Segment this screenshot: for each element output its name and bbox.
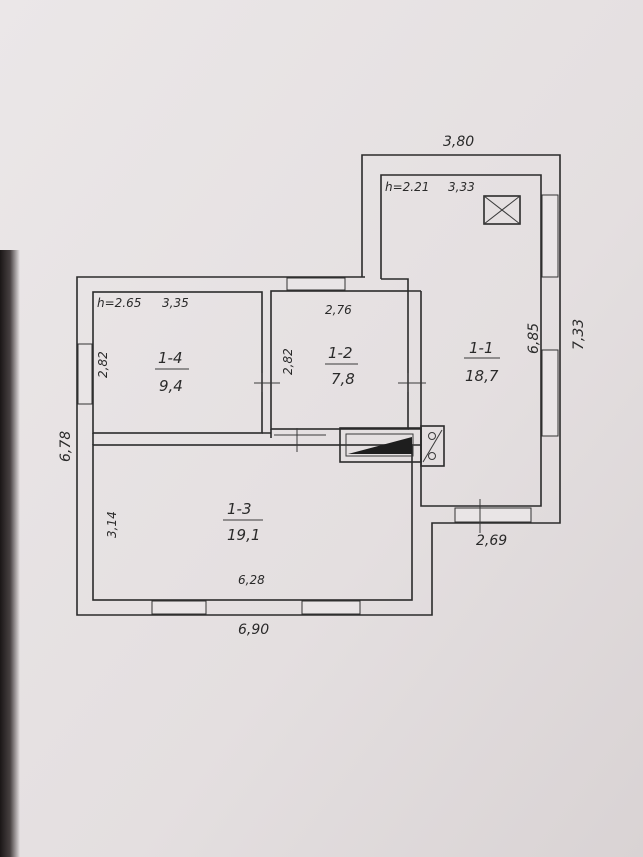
- room-1-3-area: 19,1: [227, 526, 260, 544]
- left-edge-shadow: [0, 250, 20, 857]
- room-1-3-id: 1-3: [227, 500, 252, 518]
- partition-wall-2: [381, 278, 409, 291]
- window-bottom-1: [151, 600, 207, 615]
- room-1-1-area: 18,7: [465, 367, 499, 385]
- dim-bottom-right-step: 2,69: [476, 533, 507, 549]
- room-1-1-id: 1-1: [469, 339, 494, 357]
- ventilation-cross-2: [483, 195, 521, 225]
- dim-outer-right: 7,33: [571, 319, 587, 350]
- dim-top-width: 3,80: [443, 134, 474, 150]
- ventilation-box: [483, 195, 521, 225]
- window-left-1-4: [77, 343, 93, 405]
- room-1-2-id: 1-2: [328, 344, 353, 362]
- room-1-2-length: 2,82: [281, 348, 295, 375]
- room-1-3-length: 3,14: [105, 511, 119, 538]
- window-bottom-2: [301, 600, 361, 615]
- stove-inner: [345, 433, 414, 457]
- boiler-box: [420, 425, 445, 467]
- left-wing-inner-wall: [380, 174, 542, 507]
- boiler-diagonal: [422, 429, 443, 463]
- dim-bottom-width: 6,90: [238, 622, 269, 638]
- room-1-4-width: 3,35: [162, 296, 189, 310]
- boiler-circle-bottom: [428, 452, 436, 460]
- room-1-1-length: 6,85: [526, 323, 542, 354]
- room-1-4-id: 1-4: [158, 349, 183, 367]
- room-1-2-top-wall: 2,76: [325, 303, 352, 317]
- stove-flue: [348, 437, 412, 454]
- door-1-2: [398, 373, 426, 392]
- window-right-mid: [541, 349, 559, 437]
- door-1-4: [254, 373, 280, 392]
- room-1-3-width: 6,28: [238, 573, 265, 587]
- window-bottom-right: [454, 507, 532, 523]
- room-1-1-height: h=2.21: [385, 180, 429, 194]
- partition-wall: [92, 290, 422, 446]
- window-top-1-2: [286, 277, 346, 291]
- door-1-3: [274, 428, 326, 452]
- room-1-2-area: 7,8: [331, 370, 355, 388]
- room-1-3-outline: [92, 444, 413, 601]
- room-1-4-height: h=2.65: [97, 296, 141, 310]
- room-1-4-length: 2,82: [96, 351, 110, 378]
- boiler-circle-top: [428, 432, 436, 440]
- room-1-4-area: 9,4: [159, 377, 183, 395]
- left-wing-outer-wall: [76, 154, 561, 616]
- room-1-4-outline: [92, 291, 263, 434]
- window-right-top: [541, 194, 559, 278]
- dim-outer-left: 6,78: [58, 431, 74, 462]
- room-1-1-width: 3,33: [448, 180, 475, 194]
